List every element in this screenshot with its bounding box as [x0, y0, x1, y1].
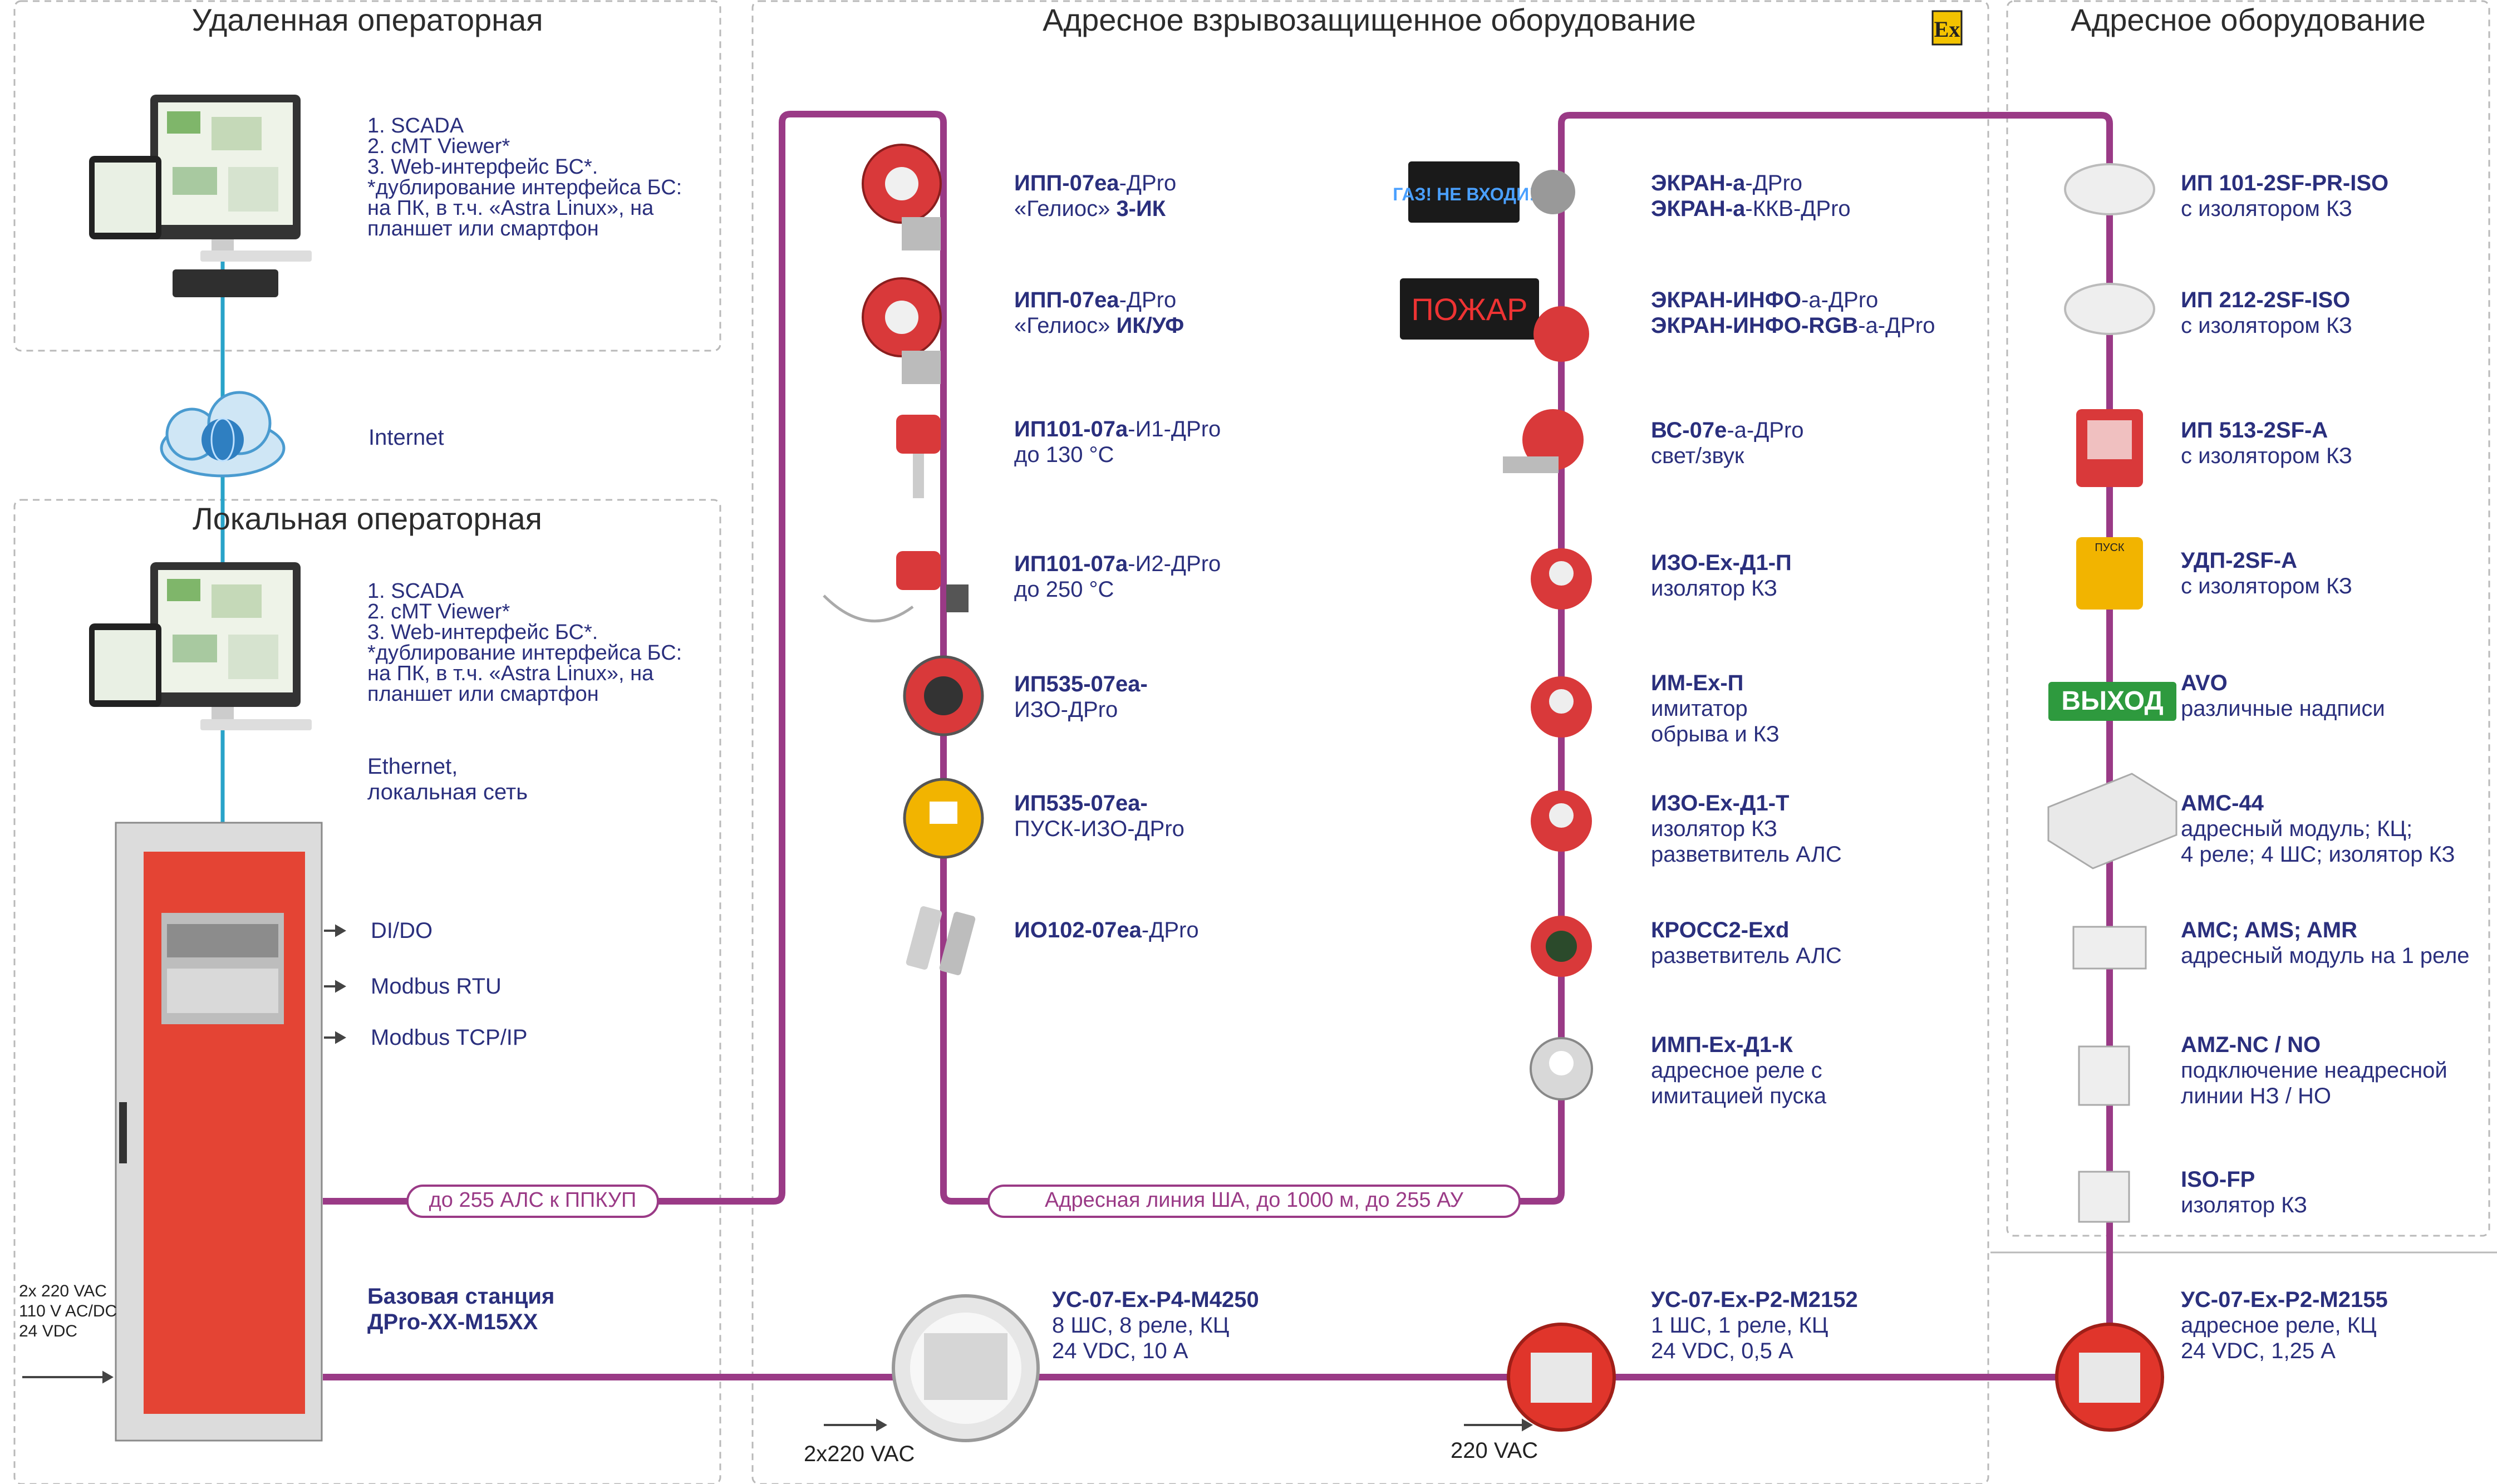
col2-item-1: ЭКРАН-ИНФО-а-ДPro ЭКРАН-ИНФО-RGB-а-ДPro	[1651, 288, 1935, 338]
local-section-title: Локальная операторная	[193, 501, 542, 536]
ex-section-title: Адресное взрывозащищенное оборудование	[1043, 2, 1696, 37]
pill-als-limit: до 255 АЛС к ППКУП	[406, 1185, 659, 1218]
internet-label: Internet	[368, 425, 444, 450]
col1-item-3: ИП101-07а-И2-ДPro до 250 °С	[1014, 552, 1221, 602]
col2-item-4: ИМ-Ex-П имитатор обрыва и КЗ	[1651, 671, 1780, 746]
addr-frame	[2006, 0, 2490, 1237]
us-device-icons	[892, 1294, 2164, 1442]
col1-item-2: ИП101-07а-И1-ДPro до 130 °С	[1014, 417, 1221, 467]
local-workstation-image	[89, 562, 312, 730]
col2-item-2: ВС-07е-а-ДPro свет/звук	[1651, 418, 1804, 468]
col3-device-icons: ПУСК ВЫХОД	[2047, 163, 2177, 1223]
col2-item-5: ИЗО-Ex-Д1-Т изолятор КЗ разветвитель АЛС	[1651, 791, 1842, 867]
col2-item-0: ЭКРАН-а-ДPro ЭКРАН-а-ККВ-ДPro	[1651, 171, 1851, 221]
remote-section-title: Удаленная операторная	[191, 2, 543, 37]
arrows	[22, 924, 1533, 1432]
address-loops	[323, 111, 2113, 1380]
col2-item-6: КРОСС2-Exd разветвитель АЛС	[1651, 918, 1842, 968]
addr-section-title: Адресное оборудование	[2071, 2, 2426, 37]
output-dido: DI/DO	[371, 918, 433, 943]
ex-frame	[751, 0, 1989, 1484]
col2-device-icons: ГАЗ! НЕ ВХОДИ! ПОЖАР	[1393, 161, 1593, 1100]
col1-item-0: ИПП-07еа-ДPro «Гелиос» 3-ИК	[1014, 171, 1177, 221]
svg-text:ПОЖАР: ПОЖАР	[1412, 292, 1528, 327]
output-modbus-tcp: Modbus TCP/IP	[371, 1025, 528, 1050]
remote-workstation-image	[89, 95, 312, 297]
svg-text:Ex: Ex	[1934, 17, 1960, 42]
pill-address-line: Адресная линия ША, до 1000 м, до 255 АУ	[987, 1185, 1521, 1218]
svg-text:ПУСК: ПУСК	[2095, 542, 2125, 554]
internet-cloud-icon	[160, 391, 286, 478]
col1-item-5: ИП535-07еа- ПУСК-ИЗО-ДPro	[1014, 791, 1184, 841]
col2-item-3: ИЗО-Ex-Д1-П изолятор КЗ	[1651, 551, 1792, 601]
us-1-power-label: 220 VAC	[1451, 1438, 1538, 1463]
col1-item-4: ИП535-07еа- ИЗО-ДPro	[1014, 672, 1148, 722]
remote-frame	[13, 0, 721, 352]
col1-device-icons	[823, 144, 984, 975]
col1-item-6: ИО102-07еа-ДPro	[1014, 918, 1199, 942]
col2-item-7: ИМП-Ex-Д1-К адресное реле с имитацией пу…	[1651, 1033, 1827, 1108]
col1-item-1: ИПП-07еа-ДPro «Гелиос» ИК/УФ	[1014, 288, 1184, 338]
output-modbus-rtu: Modbus RTU	[371, 974, 502, 999]
svg-text:ГАЗ! НЕ ВХОДИ!: ГАЗ! НЕ ВХОДИ!	[1393, 184, 1535, 204]
base-station-cabinet-image	[115, 822, 323, 1442]
svg-text:ВЫХОД: ВЫХОД	[2061, 686, 2163, 716]
ethernet-label: Ethernet,локальная сеть	[367, 754, 528, 804]
ex-logo: Ex	[1931, 10, 1963, 46]
us-0-power-label: 2x220 VAC	[804, 1442, 915, 1466]
